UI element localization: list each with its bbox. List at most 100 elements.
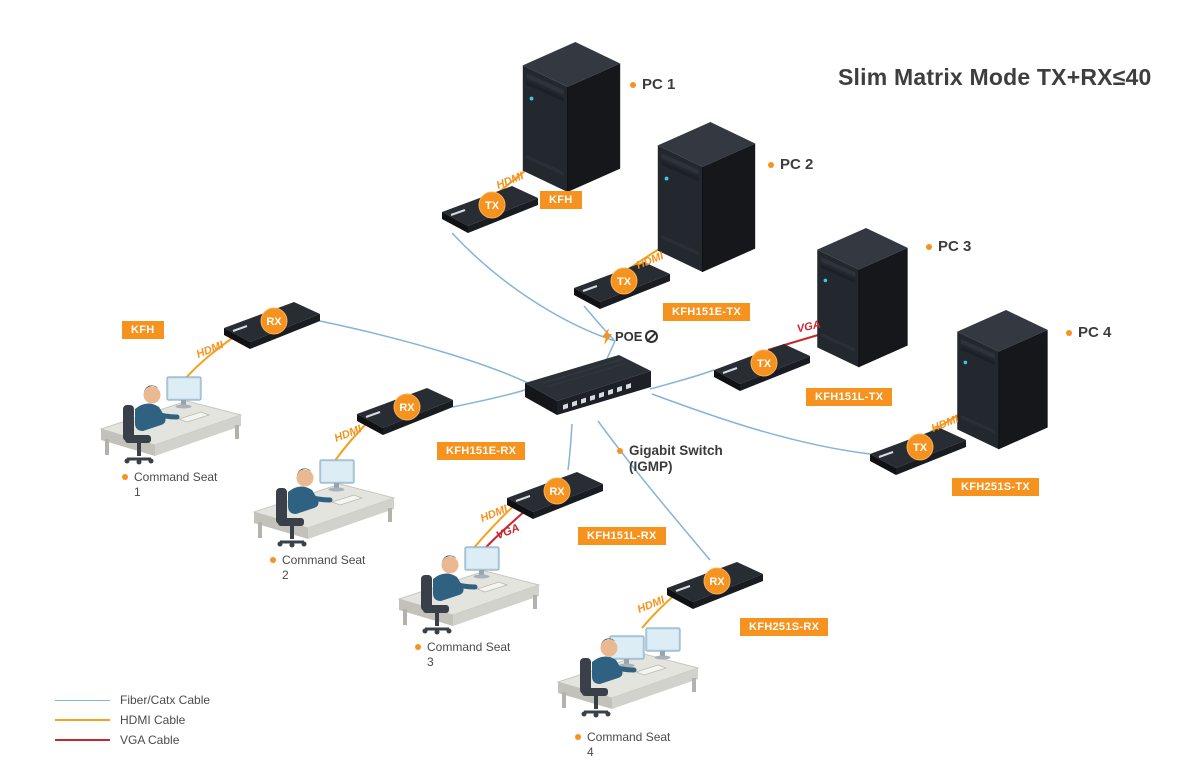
switch-label-text: Gigabit Switch [629, 443, 723, 458]
fiber-cable-rx2 [452, 388, 529, 408]
bullet-dot [926, 243, 932, 250]
computer-tower-icon [816, 227, 909, 368]
tx-chip-label: TX [617, 276, 632, 288]
command-seat-1 [95, 355, 245, 478]
legend-row-vga: VGA Cable [55, 730, 210, 750]
pc1-tower [515, 40, 627, 201]
rx-chip-label: RX [549, 486, 565, 498]
pc1-label-text: PC 1 [642, 76, 676, 93]
network-switch-icon [525, 355, 651, 415]
rx-unit-3: RX [505, 468, 605, 525]
pc1-label: PC 1 [630, 76, 675, 93]
bullet-dot [415, 644, 421, 650]
badge-kfh151l-tx: KFH151L-TX [806, 388, 893, 406]
fiber-cable-rx4 [597, 420, 711, 561]
seat3-number: 3 [427, 655, 434, 669]
seat4-label: Command Seat 4 [575, 730, 670, 759]
legend-vga-label: VGA Cable [120, 733, 180, 747]
seat2-label: Command Seat 2 [270, 553, 365, 582]
seat1-label: Command Seat 1 [122, 470, 217, 499]
pc4-label: PC 4 [1066, 324, 1111, 341]
pc3-label-text: PC 3 [938, 238, 972, 255]
badge-kfh151e-rx: KFH151E-RX [437, 442, 526, 460]
tx-chip-label: TX [485, 200, 500, 212]
tx-chip-label: TX [757, 358, 772, 370]
rx-unit-4: RX [665, 558, 765, 615]
seat1-number: 1 [134, 485, 141, 499]
fiber-cable-tx4 [651, 393, 871, 455]
extender-box-icon: TX [441, 185, 539, 234]
extender-box-icon: TX [869, 427, 967, 476]
switch-sublabel-text: (IGMP) [629, 459, 673, 474]
bullet-dot [270, 557, 276, 563]
bullet-dot [122, 474, 128, 480]
badge-kfh251s-tx: KFH251S-TX [952, 478, 1040, 496]
bullet-dot [1066, 329, 1072, 336]
fiber-cable-rx1 [319, 320, 529, 384]
no-poe-icon [645, 330, 659, 343]
badge-kfh151l-rx: KFH151L-RX [578, 527, 666, 545]
operator-desk-dual-icon [557, 627, 699, 726]
seat3-label-text: Command Seat [427, 640, 511, 654]
fiber-cable-tx3 [649, 369, 715, 390]
pc2-label: PC 2 [768, 156, 813, 173]
seat4-label-text: Command Seat [587, 730, 671, 744]
rx-chip-label: RX [709, 576, 725, 588]
poe-indicator: POE [602, 328, 659, 345]
seat2-number: 2 [282, 568, 289, 582]
extender-box-icon: RX [223, 301, 321, 350]
computer-tower-icon [522, 41, 621, 193]
extender-box-icon: RX [506, 471, 604, 520]
rx-chip-label: RX [266, 316, 282, 328]
command-seat-2 [248, 438, 398, 561]
fiber-cable-rx3 [567, 423, 573, 471]
fiber-cable-swatch [55, 699, 110, 701]
badge-kfh251s-rx: KFH251S-RX [740, 618, 829, 636]
rx-chip-label: RX [399, 402, 415, 414]
seat4-number: 4 [587, 745, 594, 759]
pc3-label: PC 3 [926, 238, 971, 255]
seat3-label: Command Seat 3 [415, 640, 510, 669]
tx-unit-1: TX [440, 182, 540, 239]
command-seat-3 [393, 525, 543, 648]
command-seat-4 [552, 608, 702, 731]
badge-kfh-tx: KFH [540, 191, 582, 209]
bullet-dot [617, 447, 623, 454]
poe-label-text: POE [615, 329, 643, 344]
fiber-cable-tx1 [451, 232, 616, 342]
badge-kfh-rx: KFH [122, 321, 164, 339]
computer-tower-icon [657, 121, 756, 273]
extender-box-icon: TX [713, 343, 811, 392]
legend-row-fiber: Fiber/Catx Cable [55, 690, 210, 710]
bullet-dot [768, 161, 774, 168]
tx-chip-label: TX [913, 442, 928, 454]
operator-desk-icon [398, 546, 540, 643]
legend-hdmi-label: HDMI Cable [120, 713, 186, 727]
pc2-label-text: PC 2 [780, 156, 814, 173]
rx-unit-2: RX [355, 384, 455, 441]
pc2-tower [650, 120, 762, 281]
seat1-label-text: Command Seat [134, 470, 218, 484]
badge-kfh151e-tx: KFH151E-TX [663, 303, 751, 321]
tx-unit-3: TX [712, 340, 812, 397]
rx-unit-1: RX [222, 298, 322, 355]
operator-desk-icon [253, 459, 395, 556]
pc4-label-text: PC 4 [1078, 324, 1112, 341]
tx-unit-4: TX [868, 424, 968, 481]
hdmi-cable-swatch [55, 719, 110, 721]
diagram-title: Slim Matrix Mode TX+RX≤40 [838, 64, 1152, 90]
legend-row-hdmi: HDMI Cable [55, 710, 210, 730]
bullet-dot [575, 734, 581, 740]
extender-box-icon: RX [666, 561, 764, 610]
extender-box-icon: TX [573, 261, 671, 310]
seat2-label-text: Command Seat [282, 553, 366, 567]
gigabit-switch-label: Gigabit Switch (IGMP) [617, 443, 723, 474]
bullet-dot [630, 81, 636, 88]
operator-desk-icon [100, 376, 242, 473]
legend-fiber-label: Fiber/Catx Cable [120, 693, 211, 707]
gigabit-switch [523, 353, 655, 430]
pc3-tower [810, 226, 914, 376]
extender-box-icon: RX [356, 387, 454, 436]
tx-unit-2: TX [572, 258, 672, 315]
